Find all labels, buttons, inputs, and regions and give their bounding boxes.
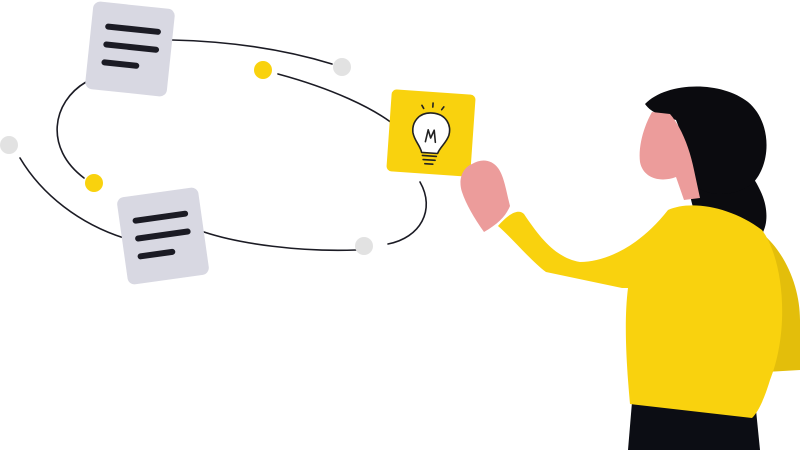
document-card-top [85,1,175,97]
orbit-line-left [56,81,87,179]
orbit-dot-gray [0,136,18,154]
document-card-bottom [117,187,209,285]
orbit-line-bottom [203,231,357,252]
document-icon [132,210,191,260]
document-icon [101,23,161,69]
face [639,112,700,200]
orbit-line-upper-right [277,73,399,129]
woman-figure [460,86,800,450]
idea-card [386,89,476,177]
orbit-dot-gray [333,58,351,76]
orbit-dot-gray [355,237,373,255]
orbit-dot-yellow [254,61,272,79]
orbit-line-right [387,181,427,245]
sweater [498,205,783,418]
orbit-dot-yellow [85,174,103,192]
orbit-line-top [171,39,333,65]
orbit-dots [0,58,373,255]
orbit-lines [19,39,427,252]
lightbulb-icon [412,102,451,166]
orbit-line-outer [19,157,125,239]
arm [460,160,510,232]
